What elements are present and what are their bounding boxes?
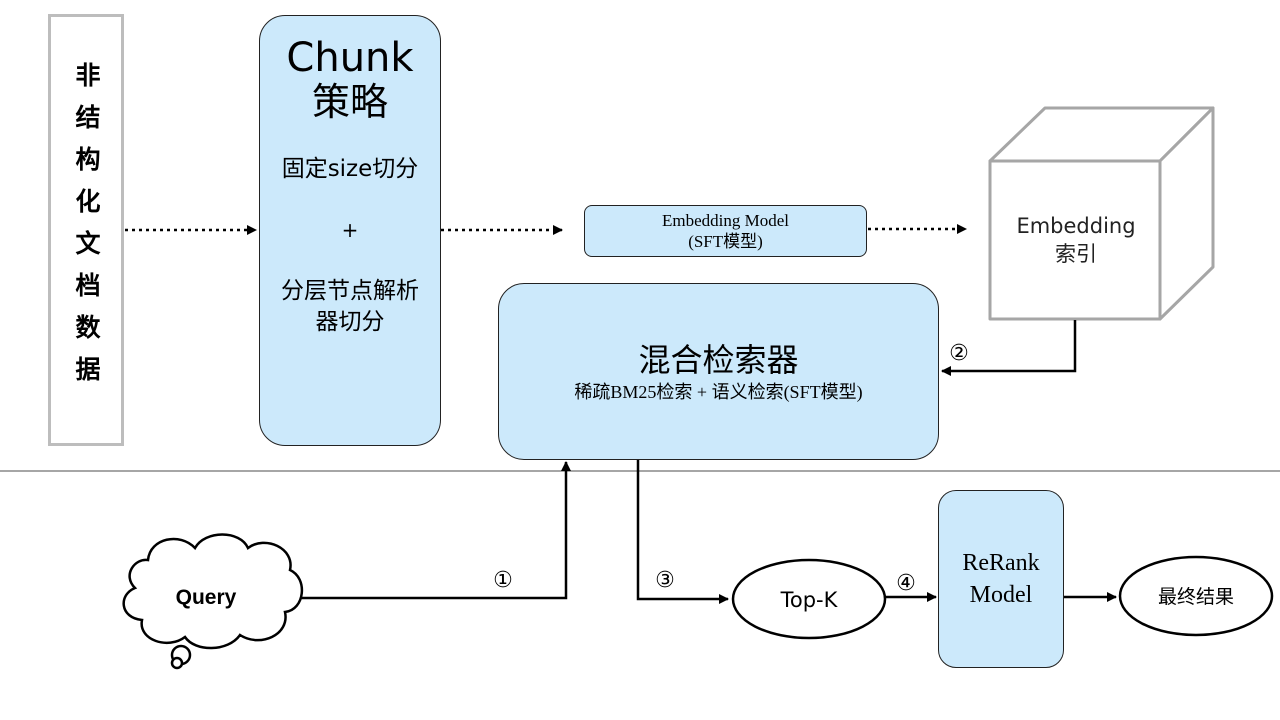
step-label-3: ③ <box>655 568 675 593</box>
hybrid-retriever-node: 混合检索器 稀疏BM25检索 + 语义检索(SFT模型) <box>498 283 939 460</box>
embedding-index-label-1: Embedding <box>1016 214 1136 238</box>
chunk-plus-sign: + <box>341 218 359 242</box>
hybrid-retriever-subtitle: 稀疏BM25检索 + 语义检索(SFT模型) <box>574 381 863 402</box>
query-cloud-shape <box>122 533 304 670</box>
result-node-shape <box>1118 555 1274 637</box>
chunk-title: Chunk <box>286 35 414 81</box>
arrow-query-to-retriever <box>300 461 571 600</box>
embedding-model-name: Embedding Model <box>661 211 789 230</box>
embedding-model-sft: (SFT模型) <box>688 232 763 251</box>
query-label: Query <box>176 586 237 609</box>
step-label-2: ② <box>949 341 969 366</box>
arrow-retriever-to-topk <box>636 460 729 604</box>
embedding-index-label-2: 索引 <box>1055 242 1097 266</box>
arrow-index-to-retriever <box>941 320 1077 376</box>
chunk-title-sub: 策略 <box>311 80 388 124</box>
unstructured-docs-label: 非结构化文档数据 <box>72 62 101 398</box>
rerank-label-2: Model <box>969 582 1033 608</box>
step-label-1: ① <box>493 568 513 593</box>
rerank-model-node: ReRank Model <box>938 490 1064 668</box>
step-label-4: ④ <box>896 571 916 596</box>
embedding-index-cube <box>988 106 1215 321</box>
topk-node-shape <box>731 558 887 640</box>
chunk-strategy-node: Chunk 策略 固定size切分 + 分层节点解析器切分 <box>259 15 441 446</box>
result-label: 最终结果 <box>1158 586 1234 608</box>
chunk-method-hierarchical: 分层节点解析器切分 <box>281 278 419 335</box>
chunk-method-fixed-size: 固定size切分 <box>281 156 419 182</box>
hybrid-retriever-title: 混合检索器 <box>638 340 799 379</box>
embedding-model-node: Embedding Model (SFT模型) <box>584 205 867 257</box>
unstructured-docs-node: 非结构化文档数据 <box>48 14 124 446</box>
rerank-label-1: ReRank <box>962 550 1040 576</box>
topk-label: Top-K <box>780 588 839 612</box>
embedding-index-node: Embedding 索引 <box>992 162 1160 318</box>
